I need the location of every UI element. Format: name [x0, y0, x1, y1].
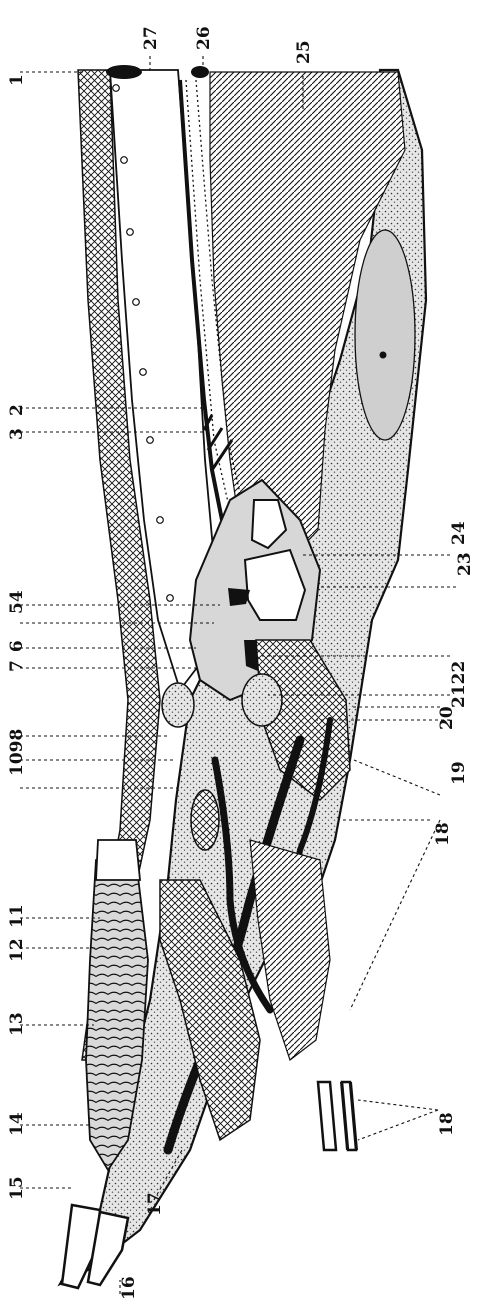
diagonal-band — [250, 840, 330, 1060]
ringed-upper — [96, 840, 140, 880]
label-18-lower: 18 — [437, 1112, 457, 1136]
label-18-upper: 18 — [433, 822, 453, 846]
label-10: 10 — [7, 752, 27, 776]
label-5-4: 54 — [7, 590, 27, 614]
label-3: 3 — [7, 428, 27, 440]
label-7: 7 — [7, 660, 27, 672]
label-13: 13 — [7, 1012, 27, 1036]
label-14: 14 — [7, 1112, 27, 1136]
label-27: 27 — [141, 26, 161, 50]
label-20: 20 — [437, 706, 457, 730]
specimen-body — [60, 65, 426, 1288]
label-21-22: 2122 — [449, 661, 469, 708]
label-15: 15 — [7, 1176, 27, 1200]
label-1: 1 — [7, 74, 27, 86]
label-17: 17 — [145, 1192, 165, 1216]
label-2: 2 — [7, 404, 27, 416]
label-25: 25 — [294, 40, 314, 64]
small-nodule-b — [162, 683, 194, 727]
label-22: 22 — [449, 661, 469, 685]
label-4: 4 — [7, 590, 27, 602]
label-6: 6 — [7, 640, 27, 652]
dark-band — [106, 65, 142, 79]
label-21: 21 — [449, 684, 469, 708]
oval-structure — [355, 230, 415, 440]
label-9: 9 — [7, 740, 27, 752]
small-ring — [191, 66, 209, 78]
small-nodule-a — [242, 674, 282, 726]
paired-rods — [318, 1082, 358, 1150]
dark-nodule — [191, 790, 219, 850]
label-26: 26 — [194, 26, 214, 50]
label-7-6: 76 — [7, 640, 27, 672]
label-24: 24 — [449, 521, 469, 545]
label-10-9-8: 1098 — [7, 729, 27, 776]
label-11: 11 — [7, 904, 27, 928]
label-23: 23 — [455, 552, 475, 576]
label-8: 8 — [7, 729, 27, 741]
label-12: 12 — [7, 938, 27, 962]
label-19: 19 — [449, 761, 469, 785]
label-16: 16 — [119, 1276, 139, 1300]
label-5: 5 — [7, 602, 27, 614]
